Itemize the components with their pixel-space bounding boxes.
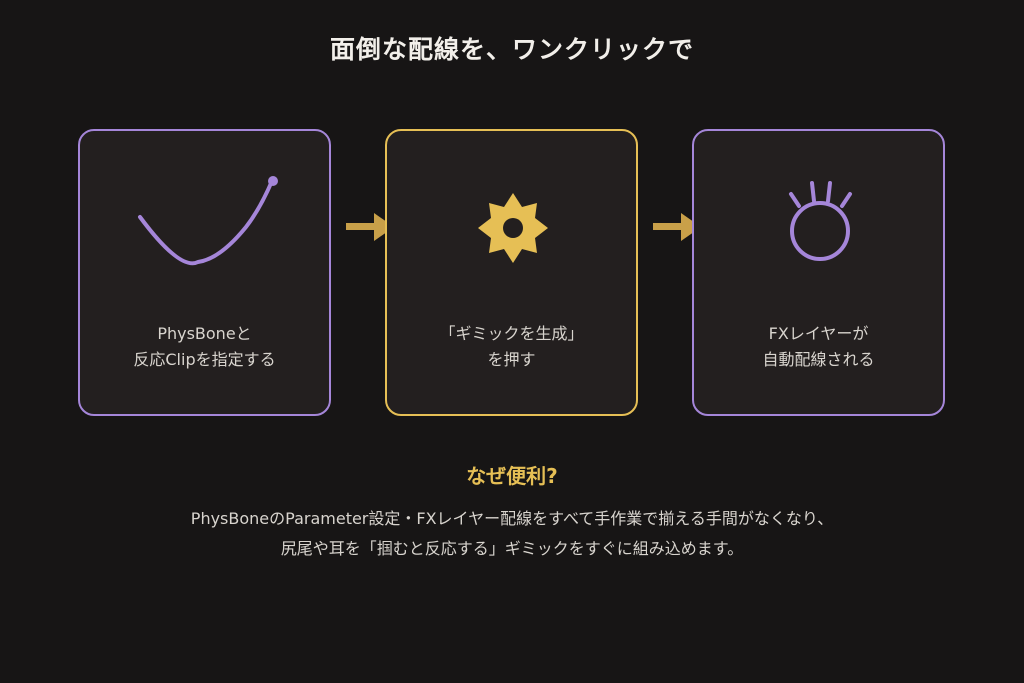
curve-icon [138,176,278,266]
step-3-line-2: 自動配線される [762,350,875,369]
step-3-line-1: FXレイヤーが [768,324,869,343]
arrow-right-icon [653,213,701,241]
layer-node-icon [789,181,852,261]
step-2-line-1: 「ギミックを生成」 [439,324,584,343]
step-1-line-1: PhysBoneと [157,324,252,343]
gear-icon [478,193,548,263]
step-2-line-2: を押す [487,350,536,369]
step-card-1: PhysBoneと 反応Clipを指定する [78,129,331,416]
step-card-2: 「ギミックを生成」 を押す [385,129,638,416]
step-label-1: PhysBoneと 反応Clipを指定する [80,321,329,373]
step-1-line-2: 反応Clipを指定する [133,350,276,369]
why-line-2: 尻尾や耳を「掴むと反応する」ギミックをすぐに組み込めます。 [280,539,744,558]
why-description: PhysBoneのParameter設定・FXレイヤー配線をすべて手作業で揃える… [0,504,1024,564]
step-label-3: FXレイヤーが 自動配線される [694,321,943,373]
page-title: 面倒な配線を、ワンクリックで [329,35,694,64]
step-card-3: FXレイヤーが 自動配線される [692,129,945,416]
step-label-2: 「ギミックを生成」 を押す [387,321,636,373]
why-line-1: PhysBoneのParameter設定・FXレイヤー配線をすべて手作業で揃える… [190,509,834,528]
arrow-right-icon [346,213,394,241]
why-heading: なぜ便利? [466,464,558,488]
